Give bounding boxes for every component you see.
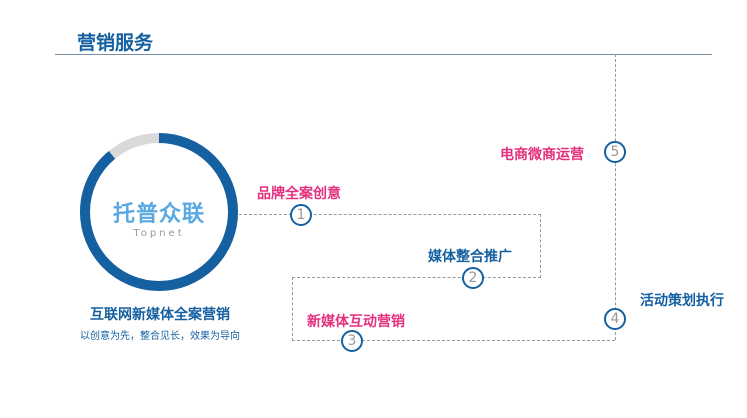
connector-line (234, 214, 541, 278)
step-1-number: 1 (290, 204, 312, 226)
connector-line (615, 54, 616, 340)
step-4-label: 活动策划执行 (640, 293, 724, 309)
step-5-label: 电商微商运营 (500, 147, 584, 163)
step-2-number: 2 (462, 267, 484, 289)
topnet-logo: 托普众联 Topnet (109, 196, 209, 239)
logo-text-cn: 托普众联 (112, 202, 205, 227)
step-4-number: 4 (604, 308, 626, 330)
connector-line (292, 340, 615, 341)
step-5-number: 5 (604, 141, 626, 163)
ring-fill (80, 133, 238, 291)
step-2-label: 媒体整合推广 (428, 249, 512, 265)
center-caption: 互联网新媒体全案营销 (90, 307, 230, 323)
connector-line (292, 277, 541, 341)
step-3-label: 新媒体互动营销 (307, 314, 405, 330)
logo-text-en: Topnet (133, 228, 185, 239)
step-3-number: 3 (341, 330, 363, 352)
page-title: 营销服务 (77, 32, 154, 54)
step-1-label: 品牌全案创意 (257, 186, 341, 202)
title-divider (55, 54, 712, 55)
center-subtitle: 以创意为先，整合见长，效果为导向 (80, 331, 240, 342)
progress-ring (80, 133, 238, 291)
